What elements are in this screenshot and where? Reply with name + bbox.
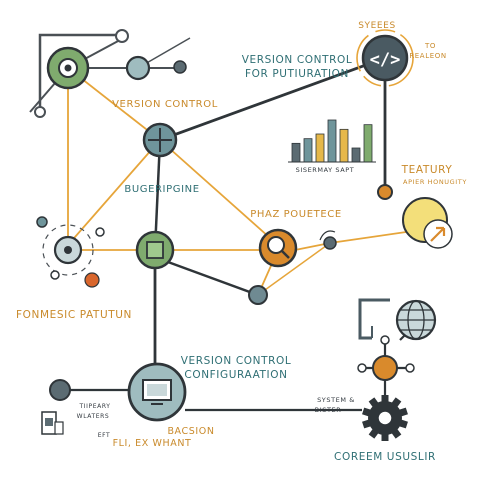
label-coreem-ususlir: COREEM USUSLIR bbox=[334, 451, 436, 463]
label-version-control-mid: VERSION CONTROL bbox=[112, 99, 218, 110]
label-system: SYSTEM & bbox=[317, 396, 355, 404]
node-slate-middle[interactable] bbox=[248, 285, 268, 305]
monitor-node[interactable] bbox=[127, 362, 187, 422]
label-phaz-pouetece: PHAZ POUETECE bbox=[250, 209, 342, 220]
connector-top-left-bracket bbox=[38, 33, 125, 112]
label-to: TO bbox=[424, 42, 436, 50]
label-bacsion: BACSION bbox=[167, 426, 214, 437]
node-cluster-orange[interactable] bbox=[372, 355, 398, 381]
node-left-satellite-4[interactable] bbox=[50, 270, 60, 280]
dashed-ring bbox=[42, 224, 94, 276]
node-cluster-top[interactable] bbox=[380, 335, 390, 345]
label-realeon: REALEON bbox=[409, 52, 446, 60]
label-chart-caption: SISERMAY SAPT bbox=[296, 166, 355, 174]
gear-tooth bbox=[381, 433, 389, 441]
label-wlaters: WLATERS bbox=[77, 413, 110, 420]
search-icon bbox=[281, 250, 290, 259]
label-configuraation: CONFIGURAATION bbox=[184, 369, 287, 381]
connector-slate-to-small bbox=[257, 242, 331, 296]
bracket-node bbox=[358, 298, 390, 340]
label-apier-honugity: APIER HONUGITY bbox=[403, 178, 467, 186]
label-teatury: TEATURY bbox=[401, 164, 453, 176]
device-icons bbox=[41, 411, 64, 435]
label-bugeripgine: BUGERIPGINE bbox=[124, 184, 199, 195]
tablet-icon bbox=[54, 421, 64, 435]
chart-bar-0 bbox=[291, 142, 301, 163]
chart-bar-1 bbox=[303, 138, 313, 163]
connector-orange-to-yellow bbox=[294, 229, 421, 251]
node-slate-dot[interactable] bbox=[173, 60, 187, 74]
label-version-control-top: VERSION CONTROL bbox=[242, 54, 353, 66]
connector-bug-to-orange-node bbox=[159, 139, 279, 246]
node-orange-small[interactable] bbox=[377, 184, 393, 200]
connectors bbox=[29, 33, 421, 412]
chart-bar-3 bbox=[327, 119, 337, 163]
node-cluster-right[interactable] bbox=[405, 363, 415, 373]
left-cluster bbox=[36, 216, 105, 288]
gear-tooth bbox=[381, 395, 389, 403]
connector-bug-to-left bbox=[67, 139, 161, 246]
node-cluster-left[interactable] bbox=[357, 363, 367, 373]
connector-bug-to-code bbox=[159, 56, 386, 142]
hub-node-top-left[interactable] bbox=[46, 46, 90, 90]
arrow-icon bbox=[430, 226, 446, 242]
label-fonmesic-patutun: FONMESIC PATUTUN bbox=[16, 309, 132, 321]
bug-node[interactable] bbox=[142, 122, 178, 158]
node-small-swirl[interactable] bbox=[319, 230, 337, 250]
chart-bar-2 bbox=[315, 133, 325, 163]
code-node[interactable]: </> bbox=[356, 29, 414, 87]
connector-green-to-slate bbox=[167, 260, 259, 297]
label-eft: EFT bbox=[98, 432, 111, 439]
small-node-top[interactable] bbox=[115, 29, 129, 43]
node-left-satellite-3[interactable] bbox=[84, 272, 100, 288]
node-teal-small[interactable] bbox=[125, 55, 151, 81]
label-for-putiuration: FOR PUTIURATION bbox=[245, 68, 349, 80]
node-left-bottom[interactable] bbox=[49, 379, 71, 401]
gear-icon[interactable] bbox=[362, 395, 408, 441]
small-node-left[interactable] bbox=[34, 106, 46, 118]
globe-icon[interactable] bbox=[395, 299, 437, 341]
code-icon: </> bbox=[370, 50, 401, 70]
node-left-satellite-1[interactable] bbox=[36, 216, 48, 228]
node-green-center[interactable] bbox=[135, 230, 175, 270]
label-tiipeary: TIIPEARY bbox=[79, 403, 111, 410]
label-bister: BISTER bbox=[315, 406, 342, 414]
label-syeees: SYEEES bbox=[358, 21, 396, 31]
node-orange-search[interactable] bbox=[258, 228, 298, 268]
chart-bar-5 bbox=[351, 147, 361, 163]
label-version-control-bottom: VERSION CONTROL bbox=[181, 355, 292, 367]
mini-bar-chart bbox=[288, 119, 376, 163]
chart-bar-4 bbox=[339, 128, 349, 163]
yellow-arrow-node[interactable] bbox=[402, 197, 453, 249]
chart-bar-6 bbox=[363, 124, 373, 163]
node-left-satellite-2[interactable] bbox=[95, 227, 105, 237]
label-fli-ex-whant: FLI, EX WHANT bbox=[113, 438, 192, 449]
